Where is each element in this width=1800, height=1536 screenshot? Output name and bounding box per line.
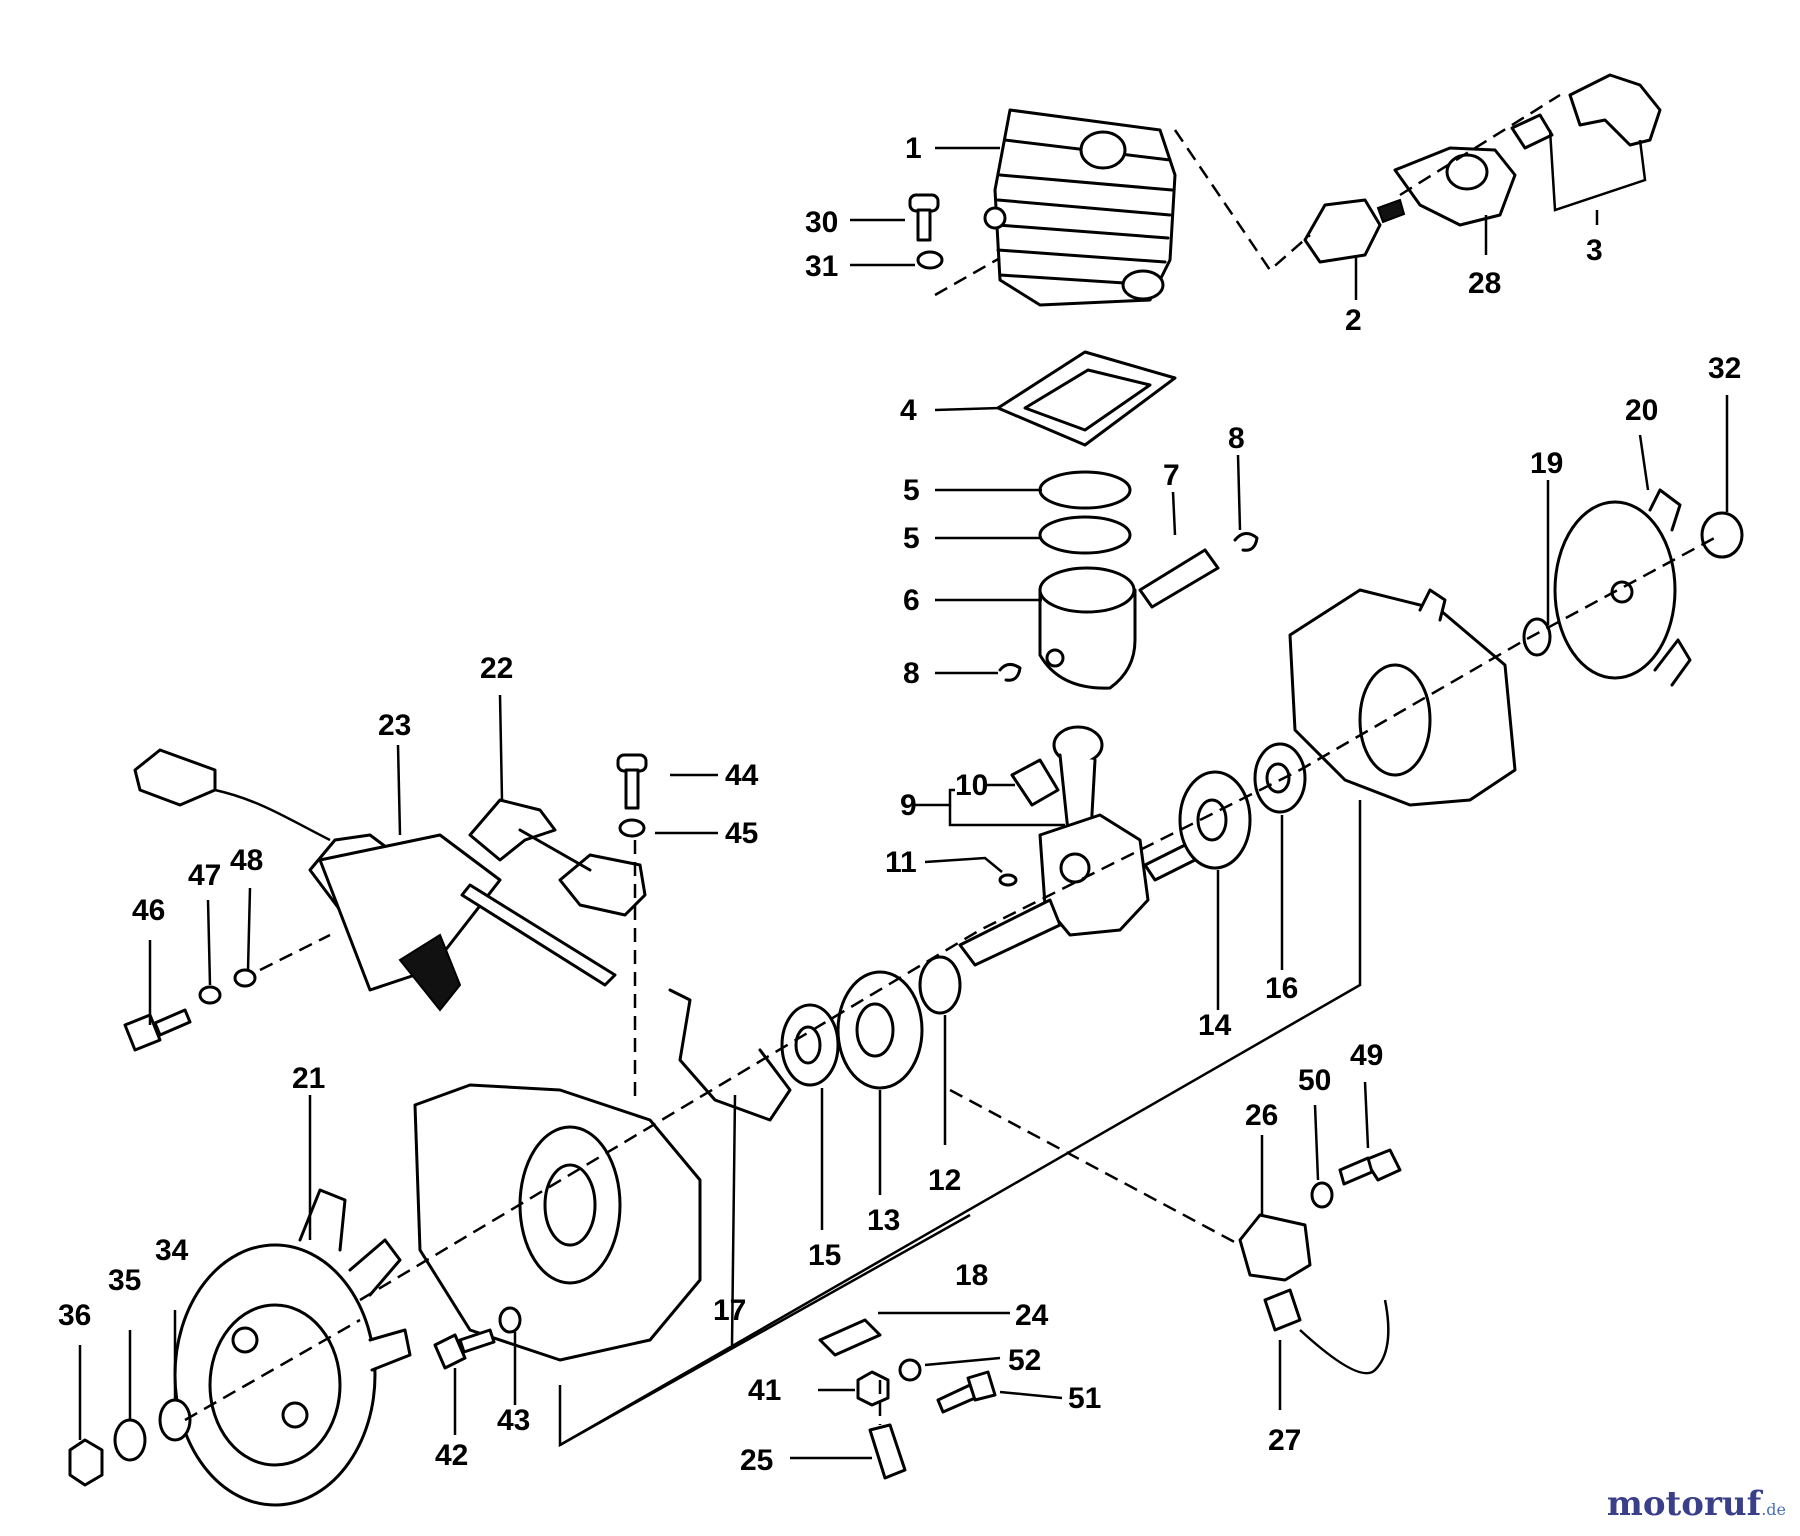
cylinder: [983, 108, 1177, 307]
callout-20: 20: [1625, 394, 1658, 427]
callout-17: 17: [713, 1294, 746, 1327]
terminal-spring-and-boot: [1510, 73, 1662, 150]
washer-48: [233, 968, 257, 988]
callout-18: 18: [955, 1259, 988, 1292]
callout-2: 2: [1345, 304, 1362, 337]
screw-30: [908, 193, 940, 242]
washer-31: [916, 250, 944, 270]
callout-11: 11: [885, 846, 917, 879]
callout-25: 25: [740, 1444, 773, 1477]
callout-labels: 1 2 3 4 5 5 6 7 8 8 9 10 11 12 13 14 15 …: [58, 132, 1741, 1477]
washer-52: [898, 1358, 922, 1382]
callout-52: 52: [1008, 1344, 1041, 1377]
callout-32: 32: [1708, 352, 1741, 385]
needle-bearing: [1010, 758, 1060, 807]
screw-51: [936, 1370, 997, 1414]
callout-34: 34: [155, 1234, 189, 1267]
screw-46: [123, 1008, 192, 1052]
oil-seal-15: [780, 1003, 840, 1087]
callout-7: 7: [1163, 459, 1180, 492]
callout-41: 41: [748, 1374, 781, 1407]
callout-19: 19: [1530, 447, 1563, 480]
washer-43: [498, 1306, 522, 1334]
washer-19: [1522, 617, 1552, 657]
clutch-drum: [1553, 488, 1692, 687]
callout-47: 47: [188, 859, 221, 892]
callout-23: 23: [378, 709, 411, 742]
callout-50: 50: [1298, 1064, 1331, 1097]
crankcase-left: [413, 1083, 702, 1362]
cylinder-gasket: [996, 350, 1177, 447]
callout-48: 48: [230, 844, 263, 877]
callout-9: 9: [900, 789, 917, 822]
callout-51: 51: [1068, 1382, 1101, 1415]
callout-3: 3: [1586, 234, 1603, 267]
callout-1: 1: [905, 132, 922, 165]
callout-8a: 8: [1228, 422, 1245, 455]
piston-rings: [1038, 470, 1132, 555]
crankcase-gasket: [668, 988, 792, 1122]
callout-46: 46: [132, 894, 165, 927]
coil-bracket: [468, 798, 647, 917]
callout-15: 15: [808, 1239, 841, 1272]
crankshaft: [958, 725, 1197, 967]
callout-36: 36: [58, 1299, 91, 1332]
crankcase-right: [1288, 588, 1517, 807]
callout-24: 24: [1015, 1299, 1049, 1332]
washer-47: [198, 985, 222, 1005]
callout-5a: 5: [903, 474, 920, 507]
terminal-24: [818, 1318, 882, 1357]
leader-lines: [78, 129, 1729, 1460]
piston: [1038, 566, 1137, 690]
callout-43: 43: [497, 1404, 530, 1437]
callout-30: 30: [805, 206, 838, 239]
flywheel-washer-35: [113, 1418, 147, 1462]
callout-8b: 8: [903, 657, 920, 690]
flywheel: [173, 1188, 412, 1507]
washer-45: [618, 818, 646, 838]
screw-42: [433, 1328, 496, 1370]
plug-25: [868, 1423, 907, 1480]
callout-10: 10: [955, 769, 988, 802]
callout-42: 42: [435, 1439, 468, 1472]
spark-plug: [1303, 198, 1406, 264]
washer-50: [1310, 1181, 1334, 1209]
circlip-lower: [998, 663, 1022, 682]
woodruff-key: [998, 873, 1018, 887]
assembly-centerlines: [184, 93, 1721, 1425]
callout-31: 31: [805, 250, 838, 283]
callout-13: 13: [867, 1204, 900, 1237]
callout-21: 21: [292, 1062, 325, 1095]
callout-6: 6: [903, 584, 920, 617]
callout-35: 35: [108, 1264, 141, 1297]
callout-4: 4: [900, 394, 917, 427]
flywheel-nut-36: [68, 1438, 104, 1487]
callout-45: 45: [725, 817, 758, 850]
callout-26: 26: [1245, 1099, 1278, 1132]
ignition-coil: [133, 748, 502, 1012]
callout-22: 22: [480, 652, 513, 685]
nut-41: [856, 1370, 890, 1407]
callout-49: 49: [1350, 1039, 1383, 1072]
oil-seal-12: [918, 955, 962, 1015]
ignition-module: [1238, 1213, 1390, 1375]
callout-14: 14: [1198, 1009, 1232, 1042]
nut-32: [1700, 511, 1744, 559]
piston-pin: [1138, 548, 1220, 609]
callout-44: 44: [725, 759, 759, 792]
oil-seal-16: [1253, 742, 1307, 814]
callout-16: 16: [1265, 972, 1298, 1005]
callout-28: 28: [1468, 267, 1501, 300]
screw-49: [1338, 1148, 1402, 1186]
callout-5b: 5: [903, 522, 920, 555]
coil-rod: [460, 883, 617, 987]
callout-12: 12: [928, 1164, 961, 1197]
screw-44: [616, 753, 648, 810]
ball-bearing-14: [1178, 770, 1252, 870]
spark-plug-cap: [1393, 146, 1517, 227]
circlip-upper: [1233, 532, 1259, 552]
callout-27: 27: [1268, 1424, 1301, 1457]
watermark-logo: motoruf.de: [1606, 1484, 1786, 1524]
